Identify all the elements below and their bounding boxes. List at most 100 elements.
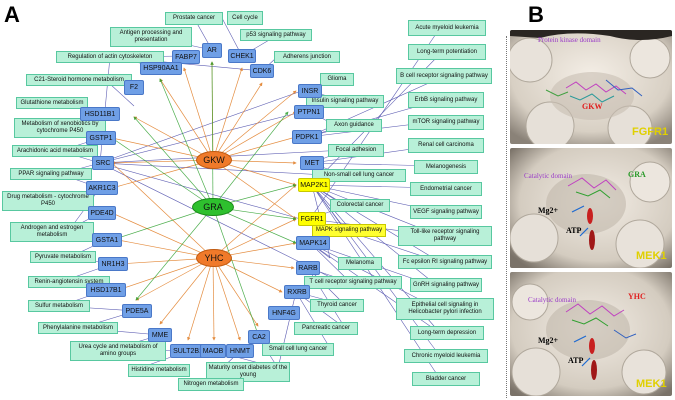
gene-hnmt: HNMT [226, 344, 254, 358]
gene-fabp7: FABP7 [172, 50, 200, 64]
pathway-pyruvate: Pyruvate metabolism [30, 251, 96, 263]
gene-mapk14: MAPK14 [296, 236, 330, 250]
domain-label-mek1-yhc: Catalytic domain [528, 296, 577, 304]
gene-met: MET [300, 156, 324, 170]
target-label-fgfr1: FGFR1 [632, 126, 669, 138]
pathway-ppar-signaling: PPAR signaling pathway [10, 168, 92, 180]
docking-view-fgfr1: Protein kinase domain GKW FGFR1 [510, 30, 672, 144]
panel-b-label: B [528, 2, 544, 27]
gene-chek1: CHEK1 [228, 49, 256, 63]
pathway-colorectal-cancer: Colorectal cancer [330, 199, 390, 212]
cofactor-label-mg-yhc: Mg2+ [538, 336, 559, 345]
gene-hsd17b1: HSD17B1 [86, 283, 126, 297]
gene-akr1c3: AKR1C3 [86, 181, 118, 195]
pathway-bcell-receptor: B cell receptor signaling pathway [396, 68, 492, 84]
docking-view-mek1-yhc: Catalytic domain YHC Mg2+ ATP MEK1 [510, 272, 672, 396]
pathway-c21-steroid: C21-Steroid hormone metabolism [26, 74, 132, 86]
gene-cdk6: CDK6 [250, 64, 274, 78]
pathway-erbb: ErbB signaling pathway [408, 92, 484, 108]
cofactor-label-mg-gra: Mg2+ [538, 206, 559, 215]
pathway-cell-cycle: Cell cycle [227, 11, 263, 25]
pathway-aml: Acute myeloid leukemia [408, 20, 486, 36]
gene-mme: MME [148, 328, 172, 342]
ligand-label-gra: GRA [628, 170, 646, 179]
pathway-mody: Maturity onset diabetes of the young [206, 362, 290, 382]
ligand-label-yhc: YHC [628, 292, 646, 301]
gene-nr1h3: NR1H3 [98, 257, 128, 271]
gene-fgfr1: FGFR1 [298, 212, 326, 226]
pathway-phenylalanine: Phenylalanine metabolism [38, 322, 118, 334]
pathway-xenobiotics-p450: Metabolism of xenobiotics by cytochrome … [14, 118, 106, 138]
gene-rxrb: RXRB [284, 285, 310, 299]
pathway-sulfur: Sulfur metabolism [28, 300, 90, 312]
gene-rarb: RARB [296, 261, 320, 275]
ligand-label-gkw: GKW [582, 102, 603, 111]
pathway-nsclc: Non-small cell lung cancer [312, 169, 406, 182]
pathway-antigen-processing: Antigen processing and presentation [110, 27, 192, 47]
gene-ptpn1: PTPN1 [294, 105, 324, 119]
pathway-thyroid-cancer: Thyroid cancer [310, 299, 364, 312]
pathway-fc-epsilon: Fc epsilon RI signaling pathway [398, 255, 492, 269]
drug-yhc-node: YHC [196, 249, 232, 267]
pathway-ltd: Long-term depression [410, 326, 484, 340]
gene-hnf4g: HNF4G [268, 306, 300, 320]
pathway-glioma: Glioma [320, 73, 354, 86]
gene-f2: F2 [124, 80, 144, 95]
gene-maob: MAOB [200, 344, 226, 358]
pathway-mapk-signaling: MAPK signaling pathway [312, 224, 386, 237]
pathway-adherens-junction: Adherens junction [274, 51, 340, 63]
pathway-melanoma: Melanoma [338, 257, 382, 270]
domain-label-mek1-gra: Catalytic domain [524, 172, 573, 180]
pathway-renal-cell-carcinoma: Renal cell carcinoma [408, 138, 484, 153]
domain-label-fgfr1: Protein kinase domain [538, 36, 601, 44]
pathway-focal-adhesion: Focal adhesion [328, 144, 384, 157]
pathway-ltp: Long-term potentiation [408, 44, 486, 60]
pathway-cml: Chronic myeloid leukemia [404, 349, 488, 363]
target-label-mek1-yhc: MEK1 [636, 378, 667, 390]
pathway-histidine: Histidine metabolism [128, 364, 190, 377]
gene-src: SRC [92, 156, 114, 170]
panel-a-label: A [4, 2, 20, 27]
pathway-toll-like: Toll-like receptor signaling pathway [398, 226, 492, 246]
gene-gsta1: GSTA1 [92, 233, 122, 247]
pathway-drug-metabolism-p450: Drug metabolism - cytochrome P450 [2, 191, 94, 211]
pathway-vegf: VEGF signaling pathway [410, 205, 482, 219]
pathway-nitrogen: Nitrogen metabolism [178, 378, 244, 391]
pathway-endometrial: Endometrial cancer [410, 182, 482, 196]
pathway-bladder-cancer: Bladder cancer [412, 372, 480, 386]
protein-surface-fgfr1 [510, 30, 672, 144]
pathway-tcell-receptor: T cell receptor signaling pathway [304, 276, 402, 289]
pathway-small-cell-lung-cancer: Small cell lung cancer [262, 343, 334, 356]
atp-label-yhc: ATP [568, 356, 584, 365]
pathway-mtor: mTOR signaling pathway [408, 115, 484, 130]
pathway-glutathione: Glutathione metabolism [16, 97, 88, 109]
gene-hsd11b1: HSD11B1 [80, 107, 120, 121]
pathway-androgen-estrogen: Androgen and estrogen metabolism [10, 222, 94, 242]
gene-insr: INSR [298, 84, 322, 98]
pathway-urea-cycle: Urea cycle and metabolism of amino group… [70, 341, 166, 361]
pathway-pancreatic-cancer: Pancreatic cancer [294, 322, 358, 335]
gene-pde5a: PDE5A [122, 304, 152, 318]
drug-gra-node: GRA [192, 198, 234, 216]
atp-label-gra: ATP [566, 226, 582, 235]
gene-map2k1: MAP2K1 [298, 178, 330, 192]
pathway-arachidonic-acid: Arachidonic acid metabolism [12, 145, 98, 157]
drug-gkw-node: GKW [196, 151, 232, 169]
protein-surface-mek1-yhc [510, 272, 672, 396]
pathway-melanogenesis: Melanogenesis [414, 160, 478, 174]
pathway-h-pylori: Epithelial cell signaling in Helicobacte… [396, 298, 494, 320]
protein-surface-mek1-gra [510, 148, 672, 268]
gene-gstp1: GSTP1 [86, 131, 116, 145]
gene-ar: AR [202, 43, 222, 58]
gene-pdpk1: PDPK1 [292, 130, 322, 144]
gene-ca2: CA2 [248, 330, 270, 344]
pathway-axon-guidance: Axon guidance [326, 119, 382, 132]
docking-view-mek1-gra: Catalytic domain GRA Mg2+ ATP MEK1 [510, 148, 672, 268]
pathway-actin-cytoskeleton: Regulation of actin cytoskeleton [56, 51, 164, 63]
panel-divider [506, 36, 507, 398]
pathway-p53-signaling: p53 signaling pathway [240, 29, 312, 41]
gene-hsp90aa1: HSP90AA1 [140, 62, 182, 75]
target-label-mek1-gra: MEK1 [636, 250, 667, 262]
pathway-gnrh: GnRH signaling pathway [410, 278, 482, 292]
pathway-insulin-signaling: Insulin signaling pathway [306, 95, 384, 108]
